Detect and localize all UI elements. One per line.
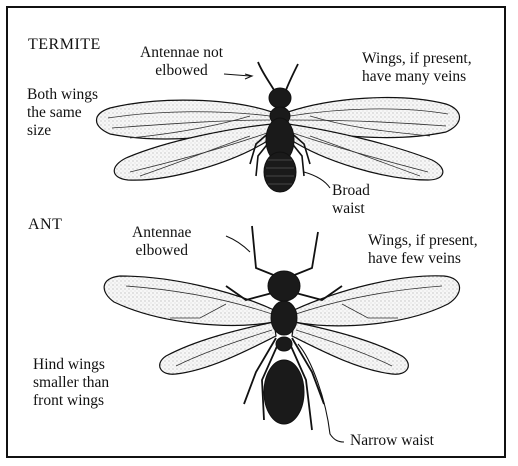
termite-antennae-label: Antennae not elbowed xyxy=(140,44,223,80)
ant-waist-label: Narrow waist xyxy=(350,432,434,450)
termite-antennae-arrowhead xyxy=(245,74,252,79)
ant-antennae-pointer xyxy=(226,236,250,252)
termite-waist-pointer xyxy=(304,172,330,188)
termite-body xyxy=(264,88,296,192)
termite-antennae xyxy=(258,62,298,90)
ant-antennae xyxy=(252,226,318,276)
ant-wing-size-label: Hind wings smaller than front wings xyxy=(33,356,109,410)
ant-heading: ANT xyxy=(28,216,62,234)
termite-heading: TERMITE xyxy=(28,36,101,54)
termite-veins-label: Wings, if present, have many veins xyxy=(362,50,472,86)
termite-waist-label: Broad waist xyxy=(332,182,370,218)
termite-wing-size-label: Both wings the same size xyxy=(27,86,98,140)
ant-antennae-label: Antennae elbowed xyxy=(132,224,191,260)
ant-veins-label: Wings, if present, have few veins xyxy=(368,232,478,268)
